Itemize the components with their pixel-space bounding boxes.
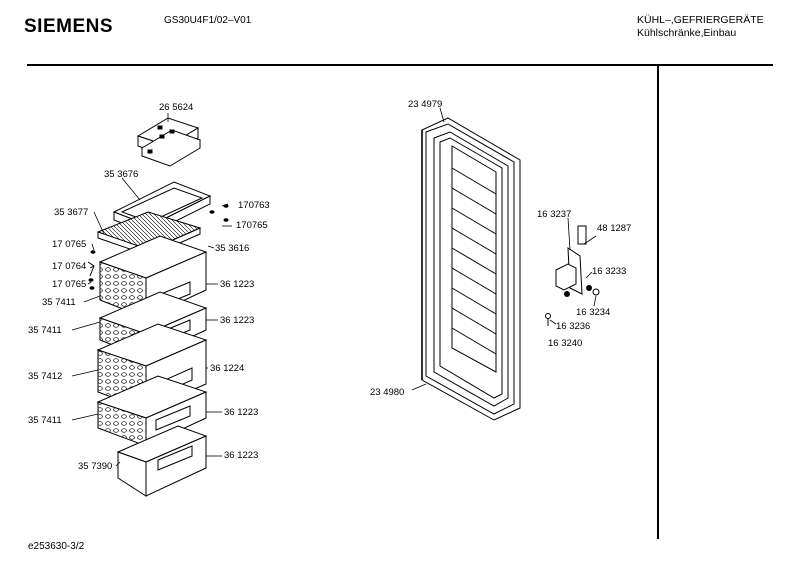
part-label: 48 1287 [597,223,632,234]
part-label: 35 7411 [42,297,76,308]
bottom-drawer [116,425,208,497]
part-label: 26 5624 [159,102,194,113]
part-label: 36 1224 [210,363,245,374]
part-label: 16 3240 [548,338,583,349]
part-label: 16 3234 [576,307,611,318]
brand-logo: SIEMENS [24,16,114,37]
part-label: 16 3233 [592,266,627,277]
part-label: 35 3677 [54,207,89,218]
part-label: 16 3236 [556,321,591,332]
leader-lines [71,107,597,467]
part-label: 17 0764 [52,261,87,272]
part-label: 35 7411 [28,415,62,426]
header-divider [27,64,773,66]
ice-tray [136,117,202,167]
part-label: 35 3616 [215,243,250,254]
part-label: 35 7390 [78,461,113,472]
hinge-assembly [545,225,600,326]
part-label: 36 1223 [220,279,255,290]
part-label: 16 3237 [537,209,572,220]
model-number: GS30U4F1/02–V01 [164,15,252,26]
side-divider [657,64,659,539]
part-label: 36 1223 [224,407,259,418]
part-label: 35 7412 [28,371,63,382]
part-label: 36 1223 [220,315,255,326]
part-label: 23 4980 [370,387,405,398]
part-label: 170765 [236,220,268,231]
part-label: 170763 [238,200,270,211]
document-id: e253630-3/2 [28,541,85,552]
part-label: 35 3676 [104,169,139,180]
category-title: KÜHL–,GEFRIERGERÄTE [637,14,764,26]
drawer-3 [96,323,208,411]
drawer-4 [96,375,208,447]
part-label: 23 4979 [408,99,443,110]
part-label: 36 1223 [224,450,259,461]
category-subtitle: Kühlschränke,Einbau [637,27,737,39]
freezer-door [421,117,521,421]
part-label: 35 7411 [28,325,62,336]
part-label: 17 0765 [52,239,87,250]
part-label: 17 0765 [52,279,87,290]
